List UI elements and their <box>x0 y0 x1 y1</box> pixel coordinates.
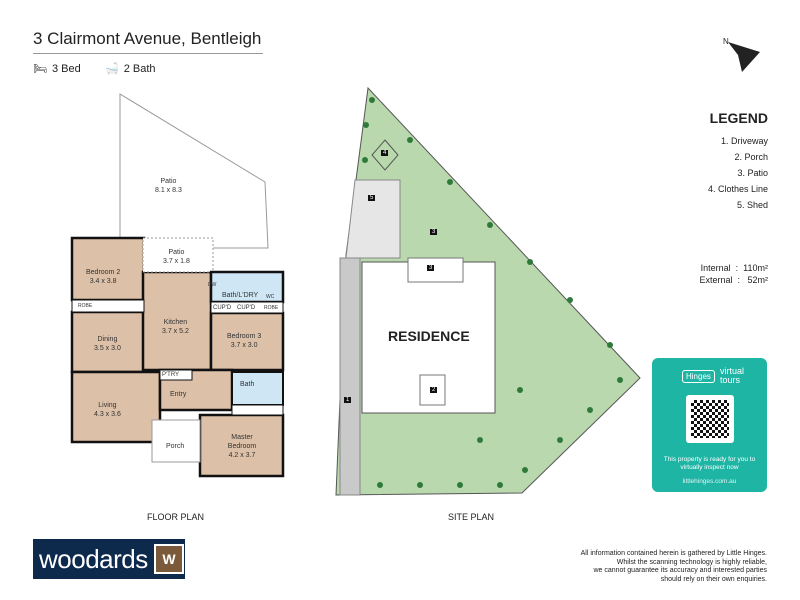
marker-clothes-line: 4 <box>381 150 389 156</box>
site-plan-caption: SITE PLAN <box>448 512 495 522</box>
room-bedroom-2: Bedroom 2 3.4 x 3.8 <box>86 268 120 286</box>
virtual-tour-text: This property is ready for you to virtua… <box>663 456 756 471</box>
disclaimer-line: Whilst the scanning technology is highly… <box>616 558 767 566</box>
divider <box>33 53 263 54</box>
legend-item: 2. Porch <box>734 152 768 162</box>
virtual-tour-card[interactable]: Hinges virtual tours This property is re… <box>652 358 767 492</box>
room-name: Patio <box>168 249 185 256</box>
room-patio-large: Patio 8.1 x 8.3 <box>155 177 182 195</box>
disclaimer-line: should rely on their own enquiries. <box>660 575 767 583</box>
room-name: Bedroom 3 <box>227 333 262 340</box>
legend-item: 1. Driveway <box>720 136 768 146</box>
robe-label: ROBE <box>78 303 93 309</box>
room-bath-laundry: Bath/L'DRY <box>222 292 259 299</box>
room-kitchen: Kitchen 3.7 x 5.2 <box>162 318 189 336</box>
brand-name: Hinges <box>686 372 711 381</box>
room-dims: 4.2 x 3.7 <box>228 452 256 459</box>
room-name: Living <box>98 402 117 409</box>
bed-icon: 🛏 <box>33 63 47 75</box>
disclaimer-line: we cannot guarantee its accuracy and int… <box>593 567 767 574</box>
marker-patio: 3 <box>430 229 438 235</box>
little-hinges-logo: Hinges <box>682 370 715 383</box>
compass-north: N <box>723 37 729 46</box>
room-master-bedroom: Master Bedroom 4.2 x 3.7 <box>222 433 262 460</box>
external-area: External : 52m² <box>699 275 768 285</box>
bath-label: 2 Bath <box>123 62 156 75</box>
legend-list: 1. Driveway 2. Porch 3. Patio 4. Clothes… <box>708 133 768 213</box>
room-patio-small: Patio 3.7 x 1.8 <box>163 248 190 266</box>
legend-title: LEGEND <box>709 110 768 126</box>
woodards-logo: woodards W <box>33 539 185 579</box>
room-dims: 8.1 x 8.3 <box>155 187 182 194</box>
room-entry: Entry <box>170 391 187 398</box>
agency-mark: W <box>153 544 184 574</box>
marker-patio: 3 <box>427 265 435 271</box>
room-wc: WC <box>266 294 275 300</box>
room-dining: Dining 3.5 x 3.0 <box>94 335 121 353</box>
bed-count: 🛏 3 Bed <box>33 62 81 76</box>
marker-porch: 2 <box>430 387 438 393</box>
tag-virtual: virtual <box>720 366 745 376</box>
room-dims: 3.7 x 3.0 <box>230 342 258 349</box>
disclaimer: All information contained herein is gath… <box>581 550 767 584</box>
marker-driveway: 1 <box>344 397 352 403</box>
internal-area: Internal : 110m² <box>700 263 768 273</box>
room-name: Dining <box>97 336 118 343</box>
property-address: 3 Clairmont Avenue, Bentleigh <box>33 29 262 48</box>
room-dims: 3.7 x 5.2 <box>162 328 189 335</box>
robe-label: ROBE <box>264 305 279 311</box>
room-dims: 3.4 x 3.8 <box>89 278 117 285</box>
virtual-tour-url[interactable]: littlehinges.com.au <box>682 478 737 485</box>
disclaimer-line: All information contained herein is gath… <box>580 550 767 557</box>
room-living: Living 4.3 x 3.6 <box>94 401 121 419</box>
floor-plan-caption: FLOOR PLAN <box>147 512 205 522</box>
legend-item: 4. Clothes Line <box>707 184 768 194</box>
marker-shed: 5 <box>368 195 376 201</box>
room-porch: Porch <box>166 443 185 450</box>
tag-tours: tours <box>720 375 741 385</box>
bath-icon: 🛁 <box>105 63 119 75</box>
dishwasher-label: DW <box>208 282 217 288</box>
bath-count: 🛁 2 Bath <box>105 62 156 76</box>
room-name: Master Bedroom <box>227 434 257 450</box>
cupboard-label: CUP'D <box>213 305 232 311</box>
pantry-label: P'TRY <box>162 372 180 378</box>
room-dims: 3.7 x 1.8 <box>163 258 190 265</box>
room-bath: Bath <box>240 381 255 388</box>
area-summary: Internal : 110m² External : 52m² <box>699 262 768 286</box>
room-name: Kitchen <box>163 319 188 326</box>
legend-item: 5. Shed <box>736 200 768 210</box>
residence-label: RESIDENCE <box>388 328 470 344</box>
bed-label: 3 Bed <box>51 62 81 75</box>
cupboard-label: CUP'D <box>237 305 256 311</box>
room-dims: 4.3 x 3.6 <box>94 411 121 418</box>
virtual-tours-tag: virtual tours <box>720 367 744 385</box>
room-name: Bedroom 2 <box>86 269 121 276</box>
qr-code[interactable] <box>686 395 734 443</box>
room-bedroom-3: Bedroom 3 3.7 x 3.0 <box>227 332 261 350</box>
room-dims: 3.5 x 3.0 <box>94 345 121 352</box>
agency-name: woodards <box>39 543 148 574</box>
room-name: Patio <box>160 178 177 185</box>
legend-item: 3. Patio <box>737 168 768 178</box>
